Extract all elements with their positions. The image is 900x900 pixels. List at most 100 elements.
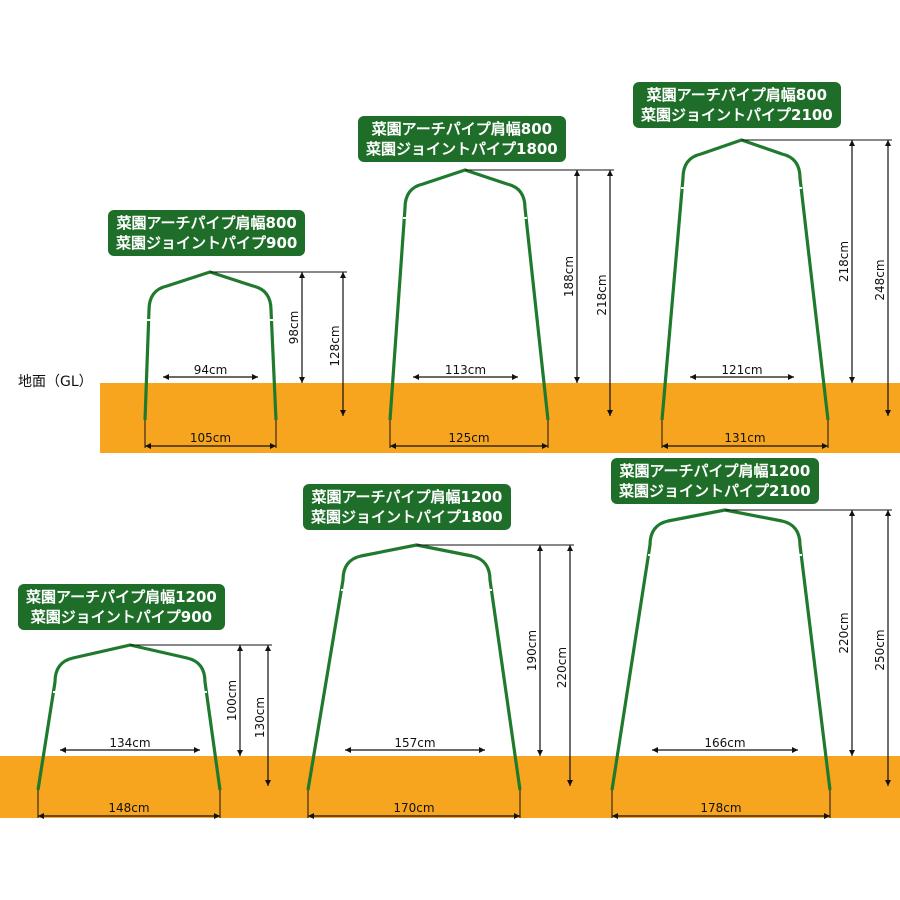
arch-4-height-total-dim-arrow-top bbox=[265, 645, 271, 651]
arch-4-inner-width-dim-arrow-right bbox=[194, 747, 200, 753]
arch-6-tag-line2: 菜園ジョイントパイプ2100 bbox=[619, 482, 811, 500]
arch-3-inner-width-dim-arrow-right bbox=[788, 374, 794, 380]
arch-6-tag: 菜園アーチパイプ肩幅1200 菜園ジョイントパイプ2100 bbox=[611, 458, 819, 504]
arch-1-base-width-dim-arrow-right bbox=[270, 443, 276, 449]
arch-1-tag-line1: 菜園アーチパイプ肩幅800 bbox=[116, 214, 297, 232]
arch-5-base-width-dim-arrow-right bbox=[514, 813, 520, 819]
arch-1-pipe bbox=[143, 270, 278, 421]
ground-band-top bbox=[100, 383, 900, 453]
ground-level-label: 地面（GL） bbox=[18, 374, 93, 390]
arch-4-tag: 菜園アーチパイプ肩幅1200 菜園ジョイントパイプ900 bbox=[18, 584, 225, 630]
arch-6-tag-line1: 菜園アーチパイプ肩幅1200 bbox=[619, 462, 811, 480]
arch-5-height-above-label: 190cm bbox=[525, 630, 539, 671]
ground-band-bottom bbox=[0, 756, 900, 818]
arch-2-height-total-dim-arrow-bottom bbox=[607, 410, 613, 416]
arch-1-inner-width-label: 94cm bbox=[194, 363, 228, 377]
arch-2-height-above-dim-arrow-top bbox=[574, 170, 580, 176]
arch-3-base-width-dim-arrow-left bbox=[662, 443, 668, 449]
arch-5-base-width-label: 170cm bbox=[393, 801, 434, 815]
arch-6-height-above-dim-arrow-top bbox=[849, 510, 855, 516]
arch-2-tag-line1: 菜園アーチパイプ肩幅800 bbox=[371, 120, 553, 138]
arch-5-tag-line1: 菜園アーチパイプ肩幅1200 bbox=[311, 488, 503, 506]
arch-5-height-above-dim-arrow-top bbox=[537, 545, 543, 551]
arch-1-inner-width-dim-arrow-left bbox=[163, 374, 169, 380]
arch-4-tag-line2: 菜園ジョイントパイプ900 bbox=[30, 608, 213, 626]
arch-2-height-total-dim-arrow-top bbox=[607, 170, 613, 176]
arch-6-inner-width-label: 166cm bbox=[704, 736, 745, 750]
arch-3-tag-line1: 菜園アーチパイプ肩幅800 bbox=[646, 86, 828, 104]
arch-6-base-width-label: 178cm bbox=[700, 801, 741, 815]
arch-1-height-total-dim-arrow-top bbox=[340, 272, 346, 278]
arch-1-tag: 菜園アーチパイプ肩幅800 菜園ジョイントパイプ900 bbox=[108, 210, 306, 256]
arch-2-height-total-label: 218cm bbox=[595, 274, 609, 315]
arch-3-height-above-label: 218cm bbox=[837, 241, 851, 282]
arch-2-base-width-dim-arrow-right bbox=[542, 443, 548, 449]
arch-5-height-total-label: 220cm bbox=[555, 647, 569, 688]
arch-4-inner-width-label: 134cm bbox=[109, 736, 150, 750]
arch-1-tag-line2: 菜園ジョイントパイプ900 bbox=[116, 234, 298, 252]
arch-4-tag-line1: 菜園アーチパイプ肩幅1200 bbox=[26, 588, 217, 606]
arch-1-inner-width-dim-arrow-right bbox=[252, 374, 258, 380]
arch-4-height-total-label: 130cm bbox=[253, 697, 267, 738]
arch-6-height-total-dim-arrow-top bbox=[885, 510, 891, 516]
arch-5-height-above-dim-arrow-bottom bbox=[537, 750, 543, 756]
arch-5-pipe bbox=[306, 543, 522, 791]
arch-2-inner-width-label: 113cm bbox=[445, 363, 486, 377]
arch-5-tag-line2: 菜園ジョイントパイプ1800 bbox=[311, 508, 503, 526]
arch-6-height-total-dim-arrow-bottom bbox=[885, 780, 891, 786]
arch-5-tag: 菜園アーチパイプ肩幅1200 菜園ジョイントパイプ1800 bbox=[303, 484, 511, 530]
arch-6-inner-width-dim-arrow-left bbox=[652, 747, 658, 753]
arch-3-base-width-dim-arrow-right bbox=[822, 443, 828, 449]
arch-4-base-width-dim-arrow-left bbox=[38, 813, 44, 819]
arch-4-height-above-dim-arrow-top bbox=[237, 645, 243, 651]
arch-1-height-above-dim-arrow-bottom bbox=[299, 377, 305, 383]
arch-6-height-above-dim-arrow-bottom bbox=[849, 750, 855, 756]
arch-1-base-width-dim-arrow-left bbox=[145, 443, 151, 449]
arch-5-base-width-dim-arrow-left bbox=[308, 813, 314, 819]
arch-1-height-total-dim-arrow-bottom bbox=[340, 410, 346, 416]
arch-4-base-width-label: 148cm bbox=[108, 801, 149, 815]
arch-1-height-above-dim-arrow-top bbox=[299, 272, 305, 278]
arch-3-height-above-dim-arrow-top bbox=[849, 140, 855, 146]
arch-6-height-above-label: 220cm bbox=[837, 612, 851, 653]
arch-4-pipe bbox=[36, 643, 222, 791]
arch-2-height-above-label: 188cm bbox=[562, 256, 576, 297]
arch-1-base-width-label: 105cm bbox=[190, 431, 231, 445]
arch-6-base-width-dim-arrow-left bbox=[612, 813, 618, 819]
arch-4-height-above-label: 100cm bbox=[225, 680, 239, 721]
arch-2-inner-width-dim-arrow-right bbox=[512, 374, 518, 380]
arch-4-inner-width-dim-arrow-left bbox=[60, 747, 66, 753]
arch-3-tag-line2: 菜園ジョイントパイプ2100 bbox=[641, 106, 833, 124]
arch-2-tag: 菜園アーチパイプ肩幅800 菜園ジョイントパイプ1800 bbox=[358, 116, 566, 162]
arch-3-height-total-label: 248cm bbox=[873, 259, 887, 300]
arch-2-height-above-dim-arrow-bottom bbox=[574, 377, 580, 383]
arch-3-tag: 菜園アーチパイプ肩幅800 菜園ジョイントパイプ2100 bbox=[633, 82, 841, 128]
arch-3-pipe bbox=[660, 138, 830, 421]
arch-3-height-total-dim-arrow-top bbox=[885, 140, 891, 146]
arch-6-inner-width-dim-arrow-right bbox=[792, 747, 798, 753]
arch-1-height-above-label: 98cm bbox=[287, 311, 301, 345]
arch-3-height-above-dim-arrow-bottom bbox=[849, 377, 855, 383]
arch-2-pipe bbox=[388, 168, 550, 421]
arch-2-tag-line2: 菜園ジョイントパイプ1800 bbox=[366, 140, 558, 158]
arch-4-height-total-dim-arrow-bottom bbox=[265, 780, 271, 786]
arch-2-base-width-dim-arrow-left bbox=[390, 443, 396, 449]
arch-5-inner-width-dim-arrow-right bbox=[479, 747, 485, 753]
arch-3-height-total-dim-arrow-bottom bbox=[885, 410, 891, 416]
arch-6-base-width-dim-arrow-right bbox=[824, 813, 830, 819]
arch-3-inner-width-dim-arrow-left bbox=[690, 374, 696, 380]
arch-5-height-total-dim-arrow-bottom bbox=[567, 780, 573, 786]
arch-3-base-width-label: 131cm bbox=[724, 431, 765, 445]
arch-5-height-total-dim-arrow-top bbox=[567, 545, 573, 551]
arch-5-inner-width-label: 157cm bbox=[394, 736, 435, 750]
arch-4-height-above-dim-arrow-bottom bbox=[237, 750, 243, 756]
arch-3-inner-width-label: 121cm bbox=[721, 363, 762, 377]
arch-5-inner-width-dim-arrow-left bbox=[345, 747, 351, 753]
arch-2-base-width-label: 125cm bbox=[448, 431, 489, 445]
arch-6-height-total-label: 250cm bbox=[873, 629, 887, 670]
arch-2-inner-width-dim-arrow-left bbox=[413, 374, 419, 380]
arch-4-base-width-dim-arrow-right bbox=[214, 813, 220, 819]
arch-1-height-total-label: 128cm bbox=[328, 325, 342, 366]
